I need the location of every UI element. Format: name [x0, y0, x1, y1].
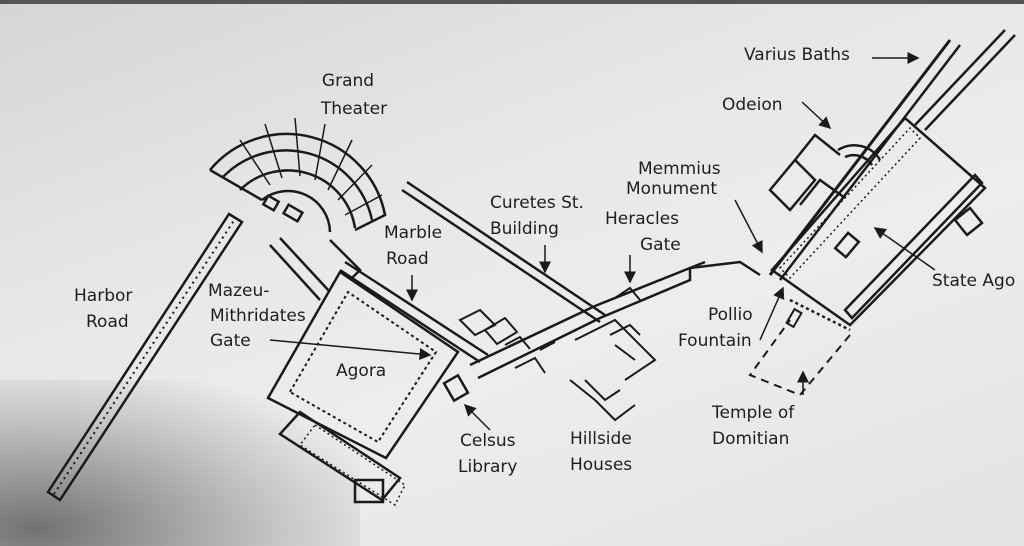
harbor-road [46, 212, 244, 502]
label-marble-1: Marble [384, 223, 443, 243]
label-heracles-2: Gate [640, 235, 681, 255]
label-temple-2: Domitian [712, 429, 790, 449]
label-grand-theater-2: Theater [320, 99, 388, 119]
pointer-arrows [269, 52, 936, 431]
label-mazeu-1: Mazeu- [208, 281, 270, 301]
label-curetes-1: Curetes St. [490, 193, 584, 213]
label-memmius-2: Monument [626, 179, 718, 199]
label-mazeu-3: Gate [210, 331, 251, 351]
temple-of-domitian-plan [748, 319, 851, 397]
label-celsus-1: Celsus [460, 431, 516, 451]
label-memmius-1: Memmius [638, 159, 721, 179]
screen-edge [0, 0, 1024, 4]
state-agora-plan [768, 29, 1016, 332]
label-harbor-2: Road [86, 312, 129, 332]
label-celsus-2: Library [458, 457, 518, 477]
label-pollio-1: Pollio [708, 305, 753, 325]
label-mazeu-2: Mithridates [210, 306, 306, 326]
label-curetes-2: Building [490, 219, 559, 239]
label-hillside-1: Hillside [570, 429, 632, 449]
label-hillside-2: Houses [570, 455, 633, 475]
label-pollio-2: Fountain [678, 331, 752, 351]
streets [269, 180, 761, 380]
label-marble-2: Road [386, 249, 429, 269]
label-grand-theater-1: Grand [321, 71, 375, 91]
building-clusters [458, 286, 657, 422]
label-state-agora: State Ago [932, 271, 1016, 291]
label-varius-baths: Varius Baths [744, 45, 850, 65]
label-odeion: Odeion [722, 95, 783, 115]
label-heracles-1: Heracles [605, 209, 680, 229]
photo-shadow [0, 380, 360, 546]
agora-plan [266, 270, 470, 507]
label-temple-1: Temple of [712, 403, 795, 423]
label-agora: Agora [336, 361, 387, 381]
label-harbor-1: Harbor [74, 286, 133, 306]
grand-theater [209, 117, 387, 279]
